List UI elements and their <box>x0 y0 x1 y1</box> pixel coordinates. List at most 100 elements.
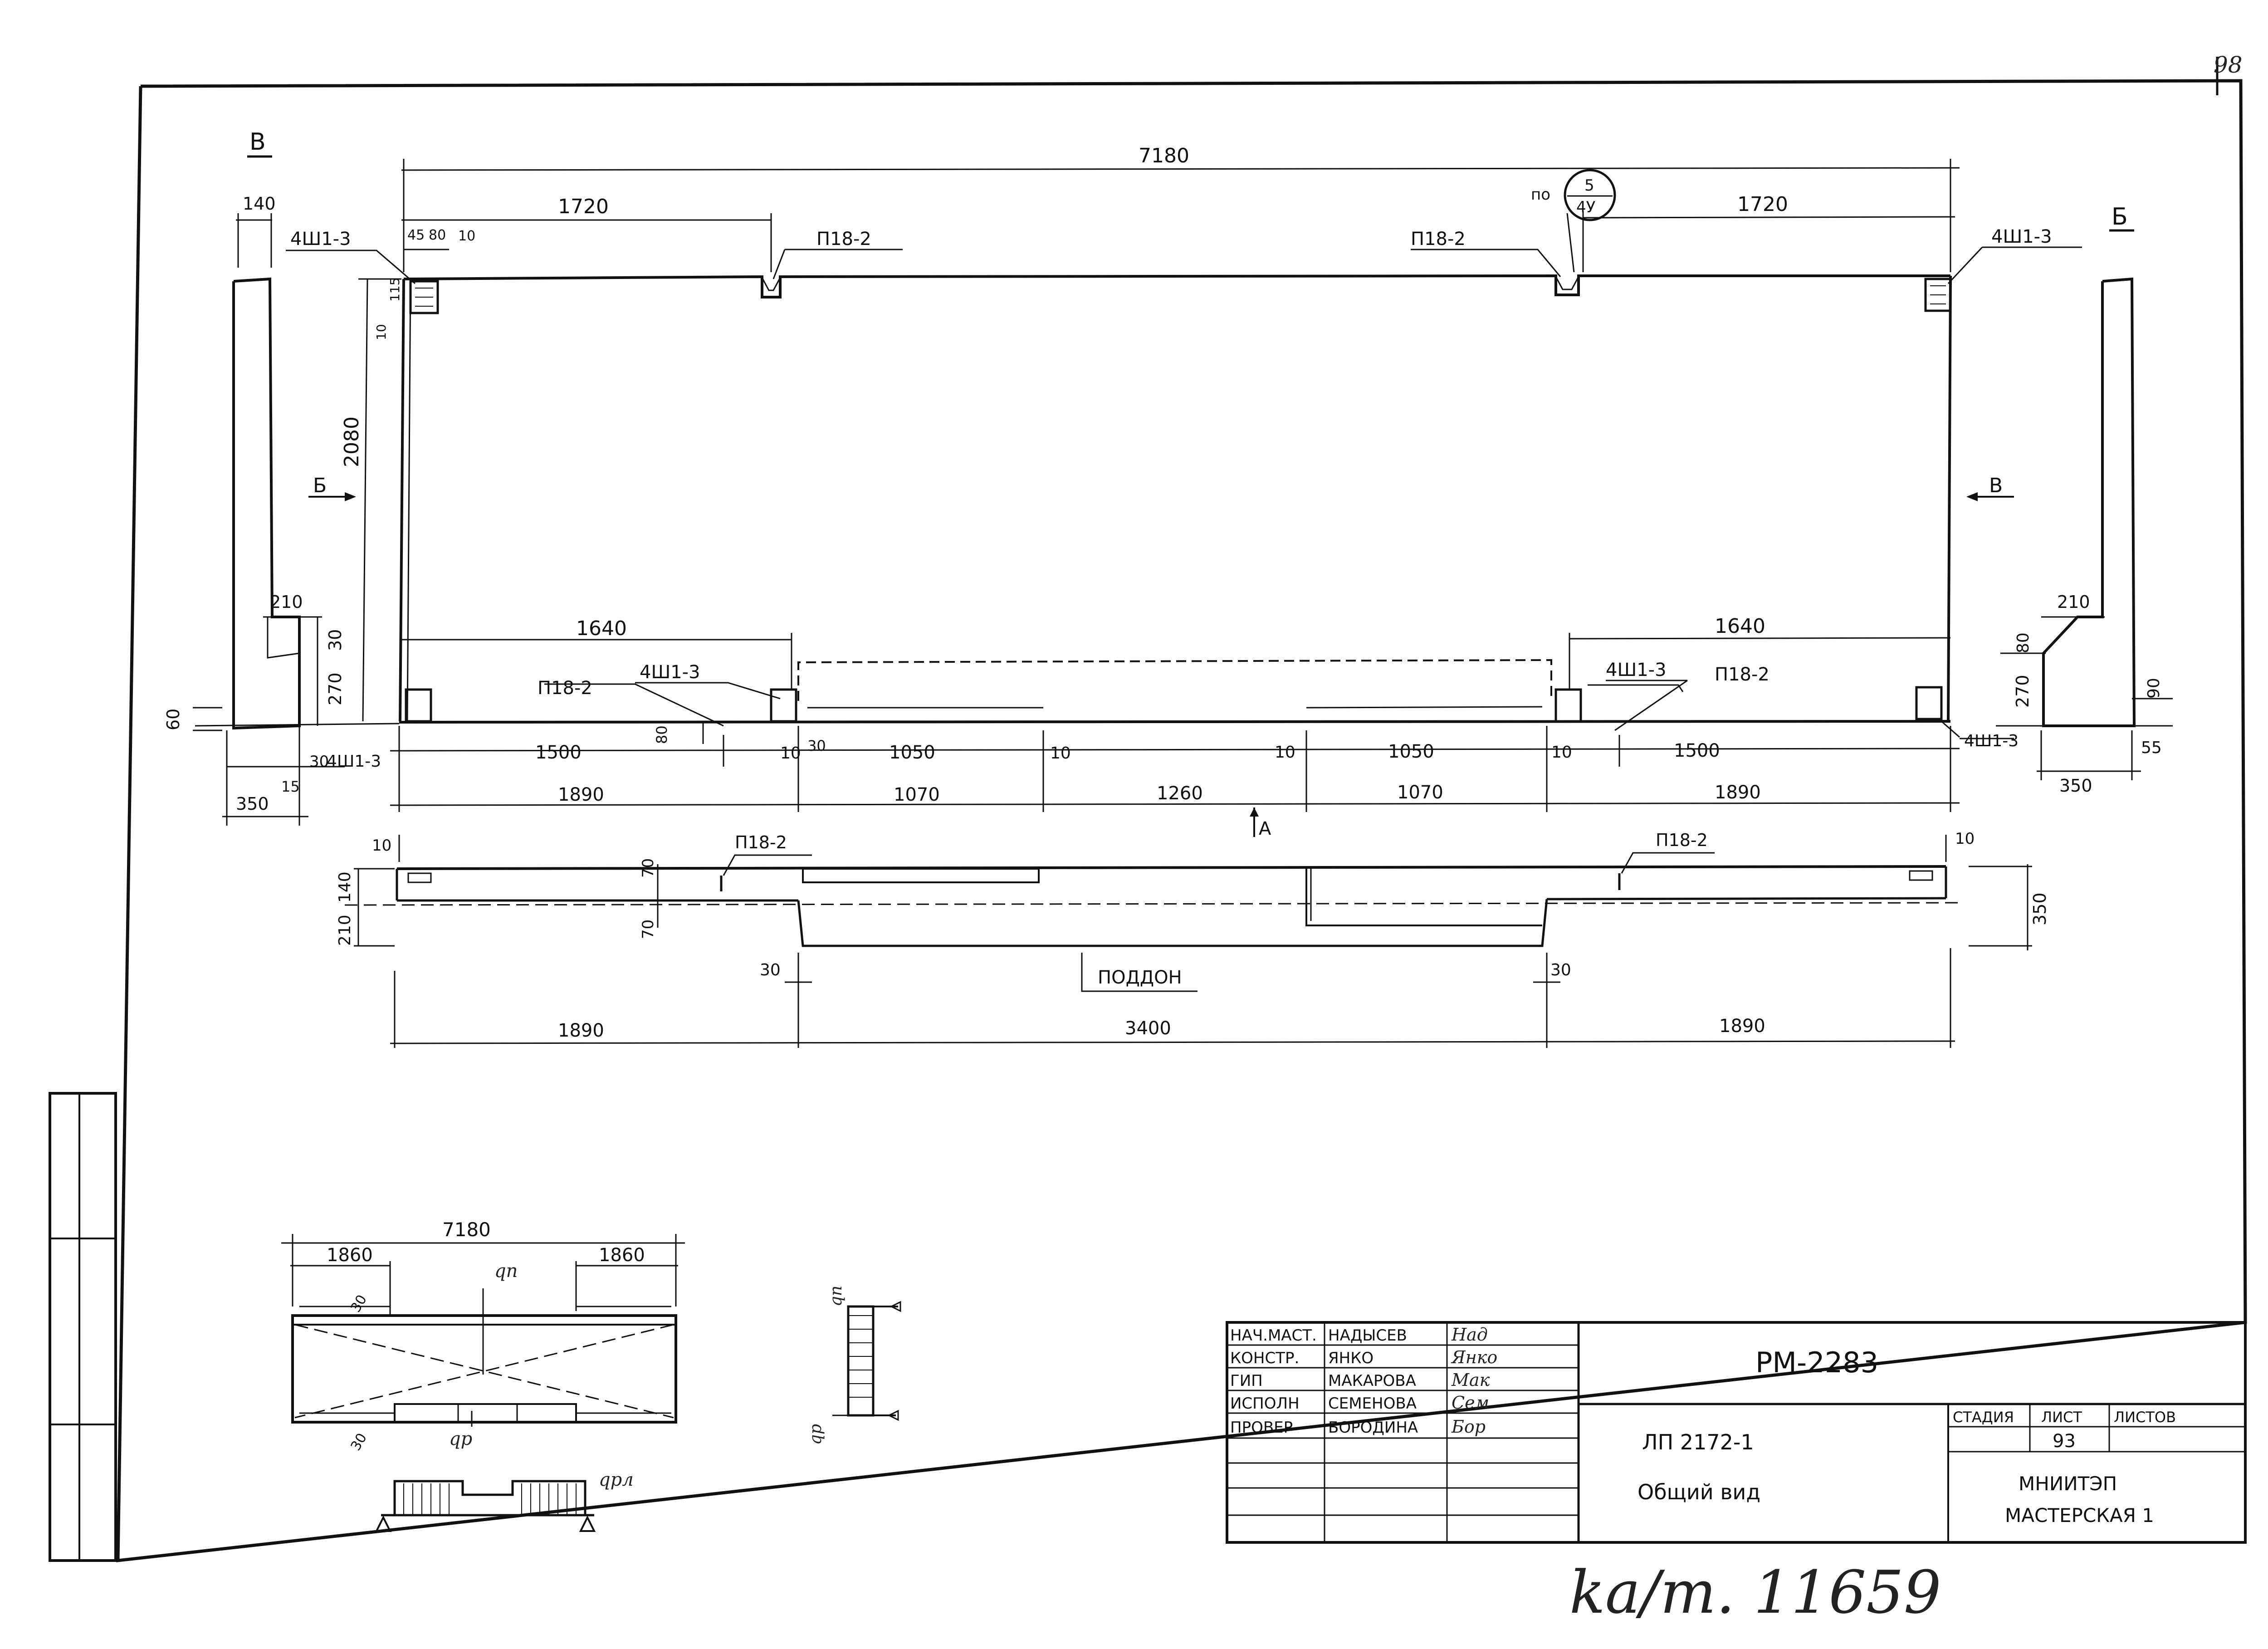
tb-col-sheet: ЛИСТ <box>2041 1409 2082 1426</box>
callout-anchor-bottom-left: 4Ш1-3 <box>640 662 700 683</box>
plan-dim-70b: 70 <box>639 920 657 939</box>
dim-row1-10-d: 10 <box>1551 743 1572 762</box>
dim-height-2080: 2080 <box>340 416 363 467</box>
load-scheme <box>281 1234 685 1532</box>
section-arrow-right-label: В <box>1989 474 2003 497</box>
load-right-1860: 1860 <box>599 1245 645 1266</box>
tb-org-line2: МАСТЕРСКАЯ 1 <box>2005 1504 2154 1527</box>
dim-row1-10-b: 10 <box>1050 744 1071 763</box>
corner-sheet-number: 98 <box>2214 52 2243 78</box>
dim-right-80: 80 <box>2014 632 2033 653</box>
tb-designation: РМ-2283 <box>1755 1346 1878 1379</box>
plan-loop-left: П18-2 <box>735 832 787 852</box>
column-q-p: qп <box>827 1286 846 1306</box>
tb-name-0: НАДЫСЕВ <box>1328 1326 1407 1345</box>
dim-bottom-right-1640: 1640 <box>1715 615 1765 638</box>
section-arrow-left-label: Б <box>313 474 327 497</box>
tb-sheet-value: 93 <box>2053 1431 2076 1452</box>
dim-left-350: 350 <box>236 794 269 814</box>
tb-product: ЛП 2172-1 <box>1642 1430 1754 1454</box>
dim-left-30: 30 <box>325 629 345 651</box>
dim-left-15: 15 <box>281 778 300 795</box>
tb-org-line1: МНИИТЭП <box>2019 1473 2117 1495</box>
tb-name-1: ЯНКО <box>1328 1349 1374 1367</box>
plan-dim-140: 140 <box>336 871 354 903</box>
tb-role-0: НАЧ.МАСТ. <box>1230 1326 1317 1345</box>
tb-name-2: МАКАРОВА <box>1328 1372 1416 1390</box>
dim-row2-1890-left: 1890 <box>558 784 604 805</box>
dim-left-140: 140 <box>243 194 276 214</box>
node-ref-prefix: по <box>1531 186 1550 204</box>
callout-anchor-top-right: 4Ш1-3 <box>1991 226 2052 247</box>
plan-dim-350: 350 <box>2030 892 2050 925</box>
dim-left-210: 210 <box>270 592 303 612</box>
dim-bottom-left-1640: 1640 <box>576 617 627 640</box>
dim-row1-10-c: 10 <box>1275 743 1295 762</box>
dim-row1-1050-left: 1050 <box>889 742 935 763</box>
dim-10-side: 10 <box>374 324 389 340</box>
tb-signature-3: Сем <box>1452 1393 1489 1413</box>
plan-dim-10-right: 10 <box>1955 830 1975 848</box>
plan-dim-210: 210 <box>336 915 354 946</box>
main-elevation <box>286 159 2082 837</box>
load-q-rl: qрл <box>599 1469 634 1490</box>
tb-signature-2: Мак <box>1451 1370 1490 1390</box>
dim-row2-1260: 1260 <box>1157 783 1203 804</box>
tb-signature-0: Над <box>1451 1325 1488 1345</box>
plan-loop-right: П18-2 <box>1656 830 1708 850</box>
dim-row1-1500-right: 1500 <box>1674 740 1720 761</box>
dim-row2-1070-right: 1070 <box>1397 782 1443 803</box>
node-ref-sheet: 4У <box>1576 198 1596 216</box>
sheet-frame <box>49 57 2247 1562</box>
dim-right-350: 350 <box>2059 776 2092 796</box>
tb-name-4: БОРОДИНА <box>1328 1419 1418 1437</box>
dim-top-left-1720: 1720 <box>558 195 609 218</box>
dim-right-270: 270 <box>2013 675 2033 708</box>
left-section-view <box>193 213 400 826</box>
tb-role-2: ГИП <box>1230 1372 1263 1390</box>
right-section-view <box>1996 277 2173 780</box>
tb-col-stage: СТАДИЯ <box>1953 1409 2014 1426</box>
load-q-r: qр <box>449 1429 472 1449</box>
plan-dim-30-right: 30 <box>1550 961 1571 979</box>
section-mark-b-right: Б <box>2112 203 2128 230</box>
load-left-1860: 1860 <box>327 1245 373 1266</box>
dim-small-80: 80 <box>653 725 670 744</box>
dim-left-30b: 30 <box>309 753 329 771</box>
load-dim-30-bottom: 30 <box>348 1430 370 1453</box>
plan-span-1890-right: 1890 <box>1719 1016 1765 1037</box>
dim-80: 80 <box>429 227 446 243</box>
tb-role-1: КОНСТР. <box>1230 1349 1299 1367</box>
plan-dim-70a: 70 <box>639 858 657 878</box>
callout-anchor-bottom-far-left: 4Ш1-3 <box>327 752 381 771</box>
tb-name-3: СЕМЕНОВА <box>1328 1395 1417 1413</box>
column-scheme <box>832 1301 901 1421</box>
dim-row1-10-a: 10 <box>780 744 801 763</box>
section-mark-b-left: В <box>249 128 266 156</box>
callout-loop-top-left: П18-2 <box>816 229 871 250</box>
dim-small-30a: 30 <box>807 737 826 754</box>
tb-signature-1: Янко <box>1451 1347 1497 1367</box>
dim-left-270: 270 <box>325 672 345 705</box>
plan-dim-30-left: 30 <box>760 961 781 979</box>
dim-right-55: 55 <box>2141 739 2162 757</box>
plan-span-3400: 3400 <box>1125 1018 1171 1039</box>
callout-loop-bottom-right: П18-2 <box>1715 664 1769 685</box>
dim-10-top: 10 <box>458 228 475 244</box>
title-block <box>1226 1321 2247 1544</box>
callout-anchor-bottom-right: 4Ш1-3 <box>1606 660 1667 680</box>
tb-signature-4: Бор <box>1451 1417 1486 1437</box>
tb-role-3: ИСПОЛН <box>1230 1395 1300 1413</box>
archive-stamp: ka/m. 11659 <box>1569 1558 1941 1627</box>
dim-right-210: 210 <box>2057 592 2090 612</box>
plan-span-1890-left: 1890 <box>558 1020 604 1041</box>
view-a-label: А <box>1259 818 1271 839</box>
tb-sheet-title: Общий вид <box>1637 1480 1760 1504</box>
tb-role-4: ПРОВЕР <box>1230 1419 1293 1437</box>
callout-loop-top-right: П18-2 <box>1411 229 1466 250</box>
dim-left-60: 60 <box>163 709 183 730</box>
load-overall-7180: 7180 <box>442 1218 491 1241</box>
dim-row2-1070-left: 1070 <box>894 784 940 805</box>
dim-overall-7180: 7180 <box>1139 144 1189 167</box>
